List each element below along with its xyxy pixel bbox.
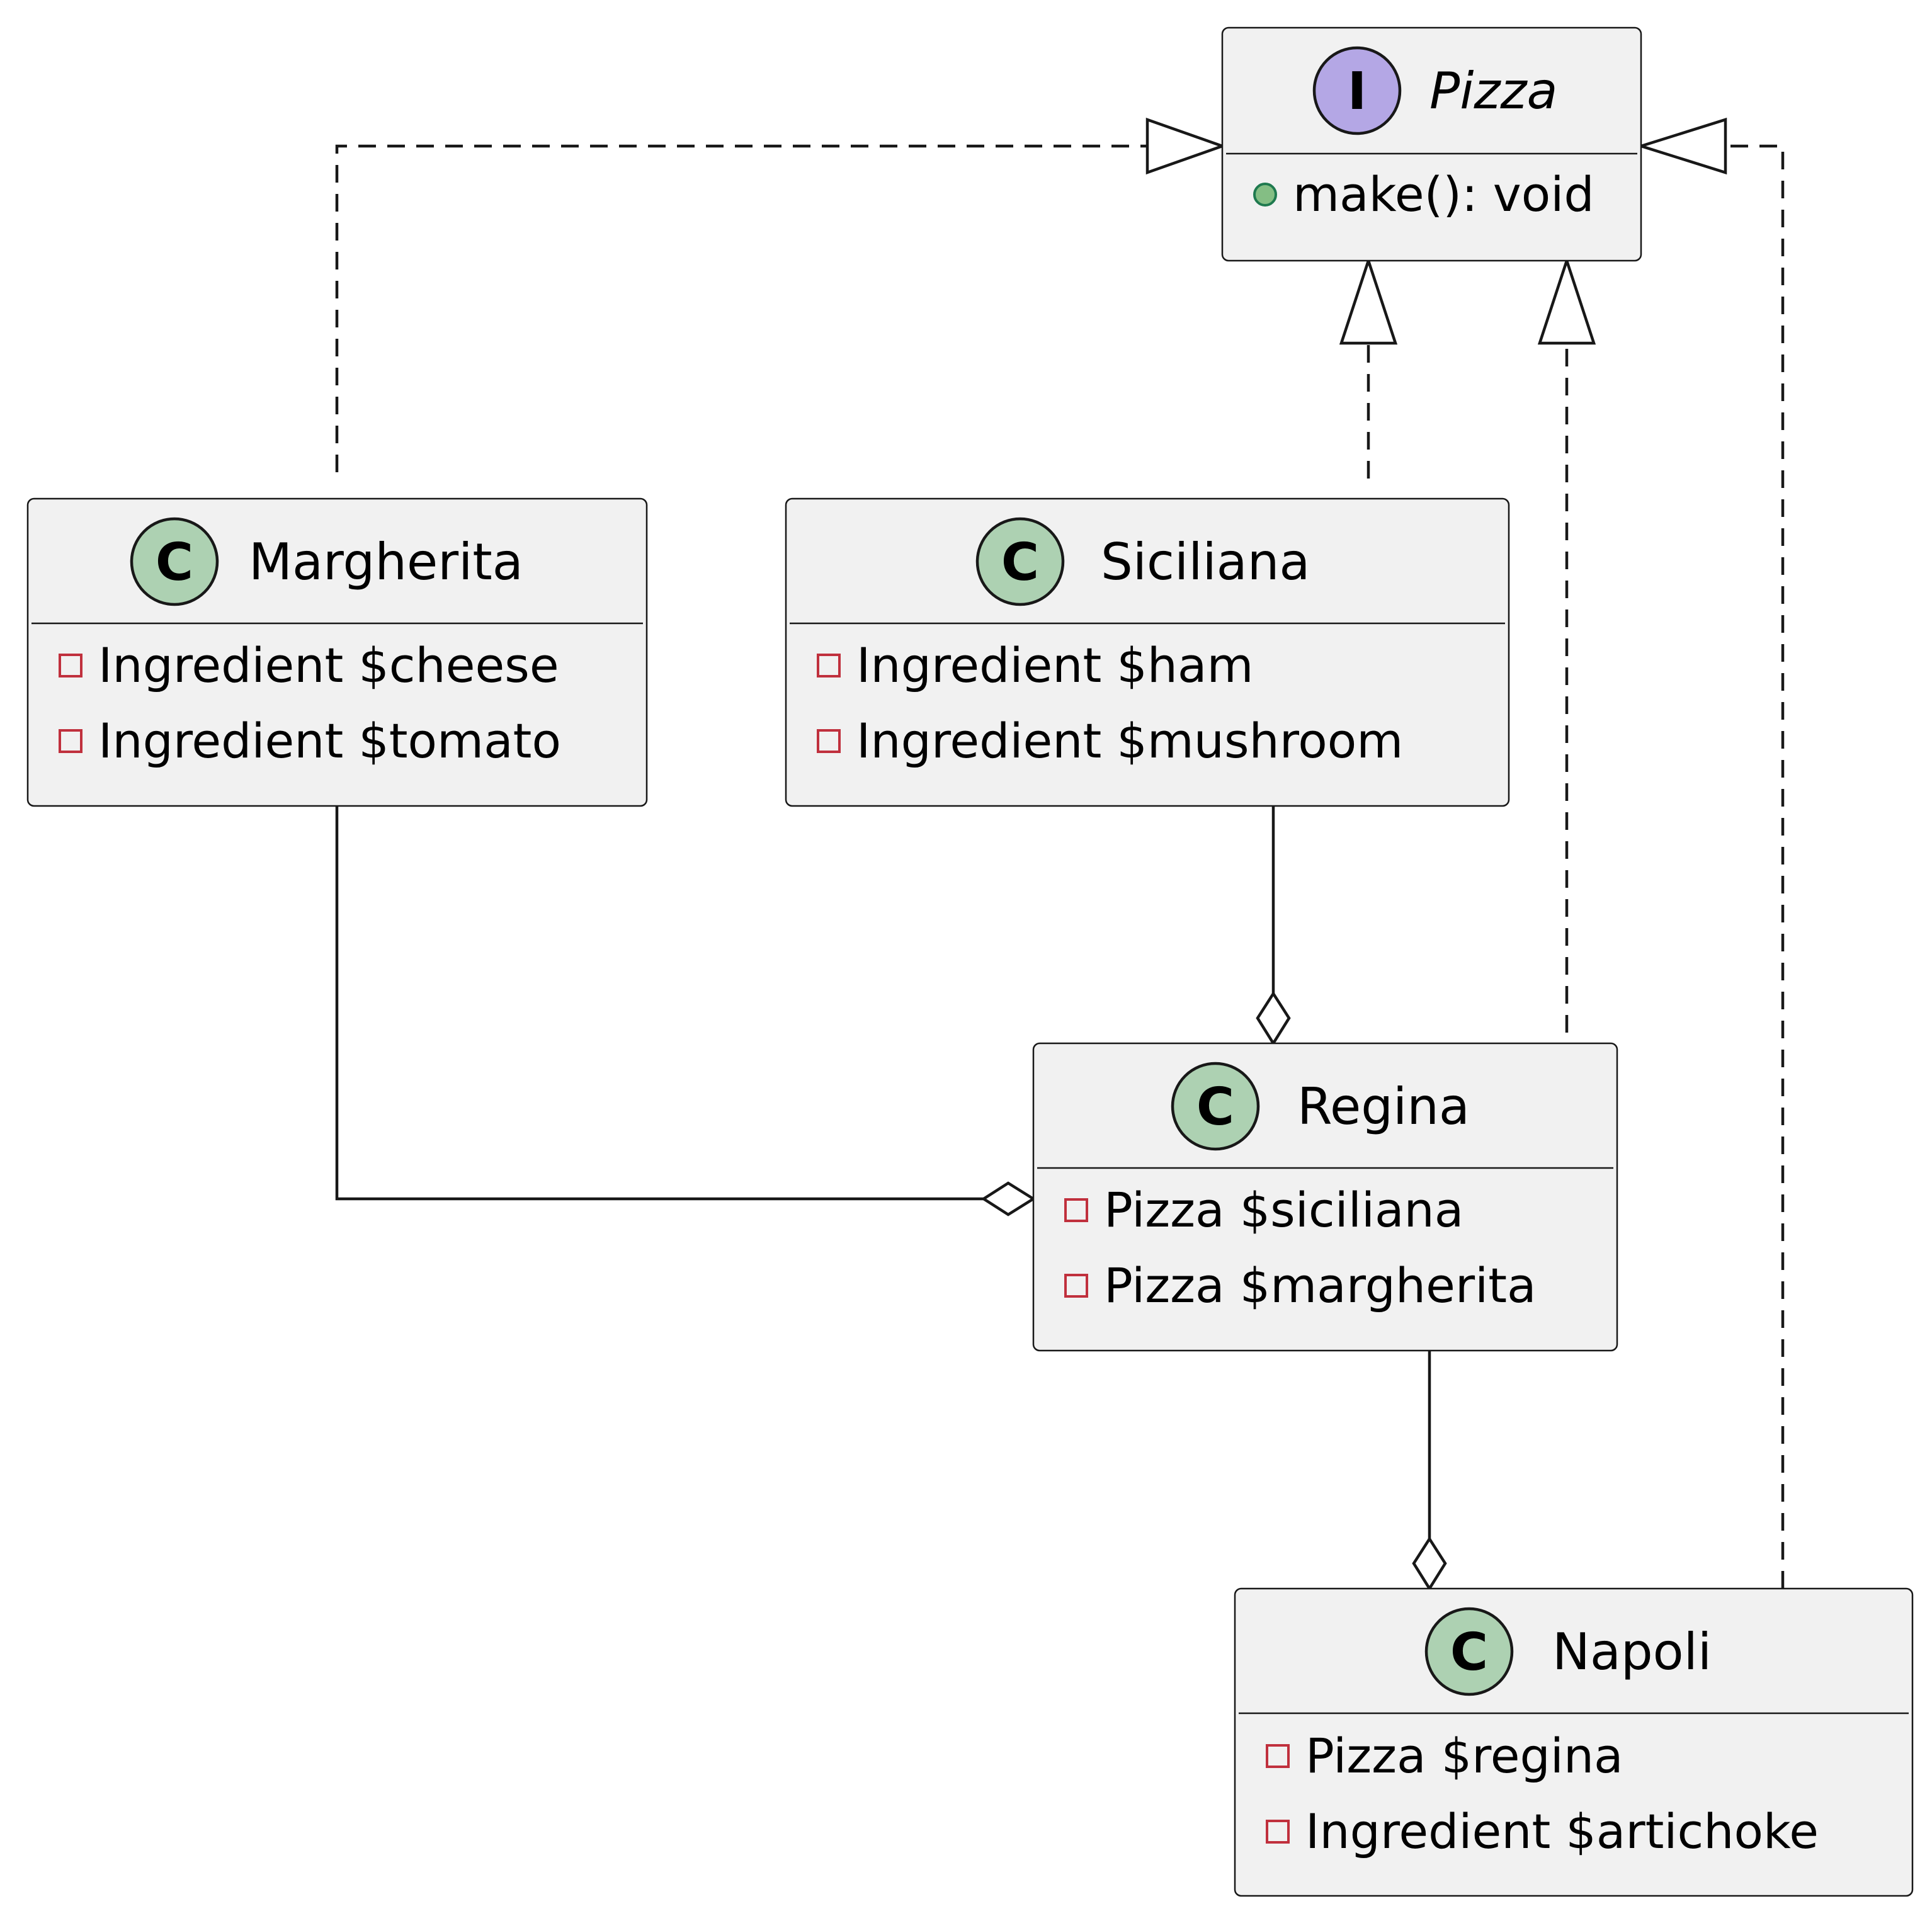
class-name: Pizza [1429, 62, 1557, 120]
class-member: Ingredient $cheese [98, 637, 559, 693]
class-box-frame [1234, 1587, 1914, 1897]
private-visibility-icon [817, 729, 841, 753]
realization-edge-margherita-pizza [335, 117, 1227, 472]
class-member: Pizza $regina [1305, 1728, 1623, 1784]
class-badge-icon [975, 517, 1065, 606]
public-visibility-icon [1253, 183, 1277, 207]
class-box-frame [785, 497, 1510, 807]
private-visibility-icon [1064, 1198, 1088, 1222]
class-badge-icon [130, 517, 219, 606]
badge-letter: C [1196, 1077, 1234, 1137]
private-visibility-icon [1266, 1820, 1290, 1844]
private-visibility-icon [1064, 1274, 1088, 1298]
class-member: Ingredient $tomato [98, 713, 561, 769]
badge-letter: C [1450, 1623, 1488, 1682]
badge-letter: C [156, 533, 193, 592]
realization-arrowhead-icon [1537, 256, 1596, 345]
realization-line [335, 144, 1147, 472]
realization-arrowhead-icon [1145, 117, 1227, 175]
realization-arrowhead-icon [1636, 117, 1727, 175]
class-member: Ingredient $ham [856, 637, 1254, 693]
class-member: Pizza $siciliana [1104, 1182, 1463, 1238]
realization-edge-siciliana-pizza [1339, 256, 1398, 479]
aggregation-line [335, 806, 984, 1201]
aggregation-diamond-icon [1412, 1536, 1447, 1592]
aggregation-diamond-icon [980, 1181, 1037, 1216]
class-member: make(): void [1293, 166, 1594, 222]
class-name: Siciliana [1101, 533, 1310, 591]
class-badge-icon [1424, 1607, 1514, 1696]
class-name: Regina [1297, 1077, 1470, 1136]
class-member: Ingredient $mushroom [856, 713, 1403, 769]
aggregation-diamond-icon [1256, 990, 1291, 1046]
class-member: Ingredient $artichoke [1305, 1803, 1819, 1859]
class-name: Margherita [249, 533, 523, 591]
interface-badge-icon [1312, 46, 1402, 135]
realization-arrowhead-icon [1339, 256, 1398, 345]
badge-letter: I [1348, 62, 1367, 122]
private-visibility-icon [817, 654, 841, 677]
private-visibility-icon [59, 729, 82, 753]
realization-edge-napoli-pizza [1636, 117, 1785, 1589]
aggregation-edge-regina-napoli [1412, 1351, 1447, 1592]
aggregation-edge-margherita-regina [335, 806, 1037, 1216]
private-visibility-icon [1266, 1744, 1290, 1768]
realization-line [1725, 144, 1785, 1589]
private-visibility-icon [59, 654, 82, 677]
class-box-pizza: I Pizza make(): void [1221, 26, 1642, 262]
class-name: Napoli [1552, 1623, 1712, 1681]
badge-letter: C [1001, 533, 1039, 592]
relationship-edges [335, 117, 1785, 1592]
realization-edge-regina-pizza [1537, 256, 1596, 1033]
class-badge-icon [1171, 1062, 1260, 1151]
aggregation-edge-siciliana-regina [1256, 806, 1291, 1046]
class-member: Pizza $margherita [1104, 1257, 1537, 1313]
